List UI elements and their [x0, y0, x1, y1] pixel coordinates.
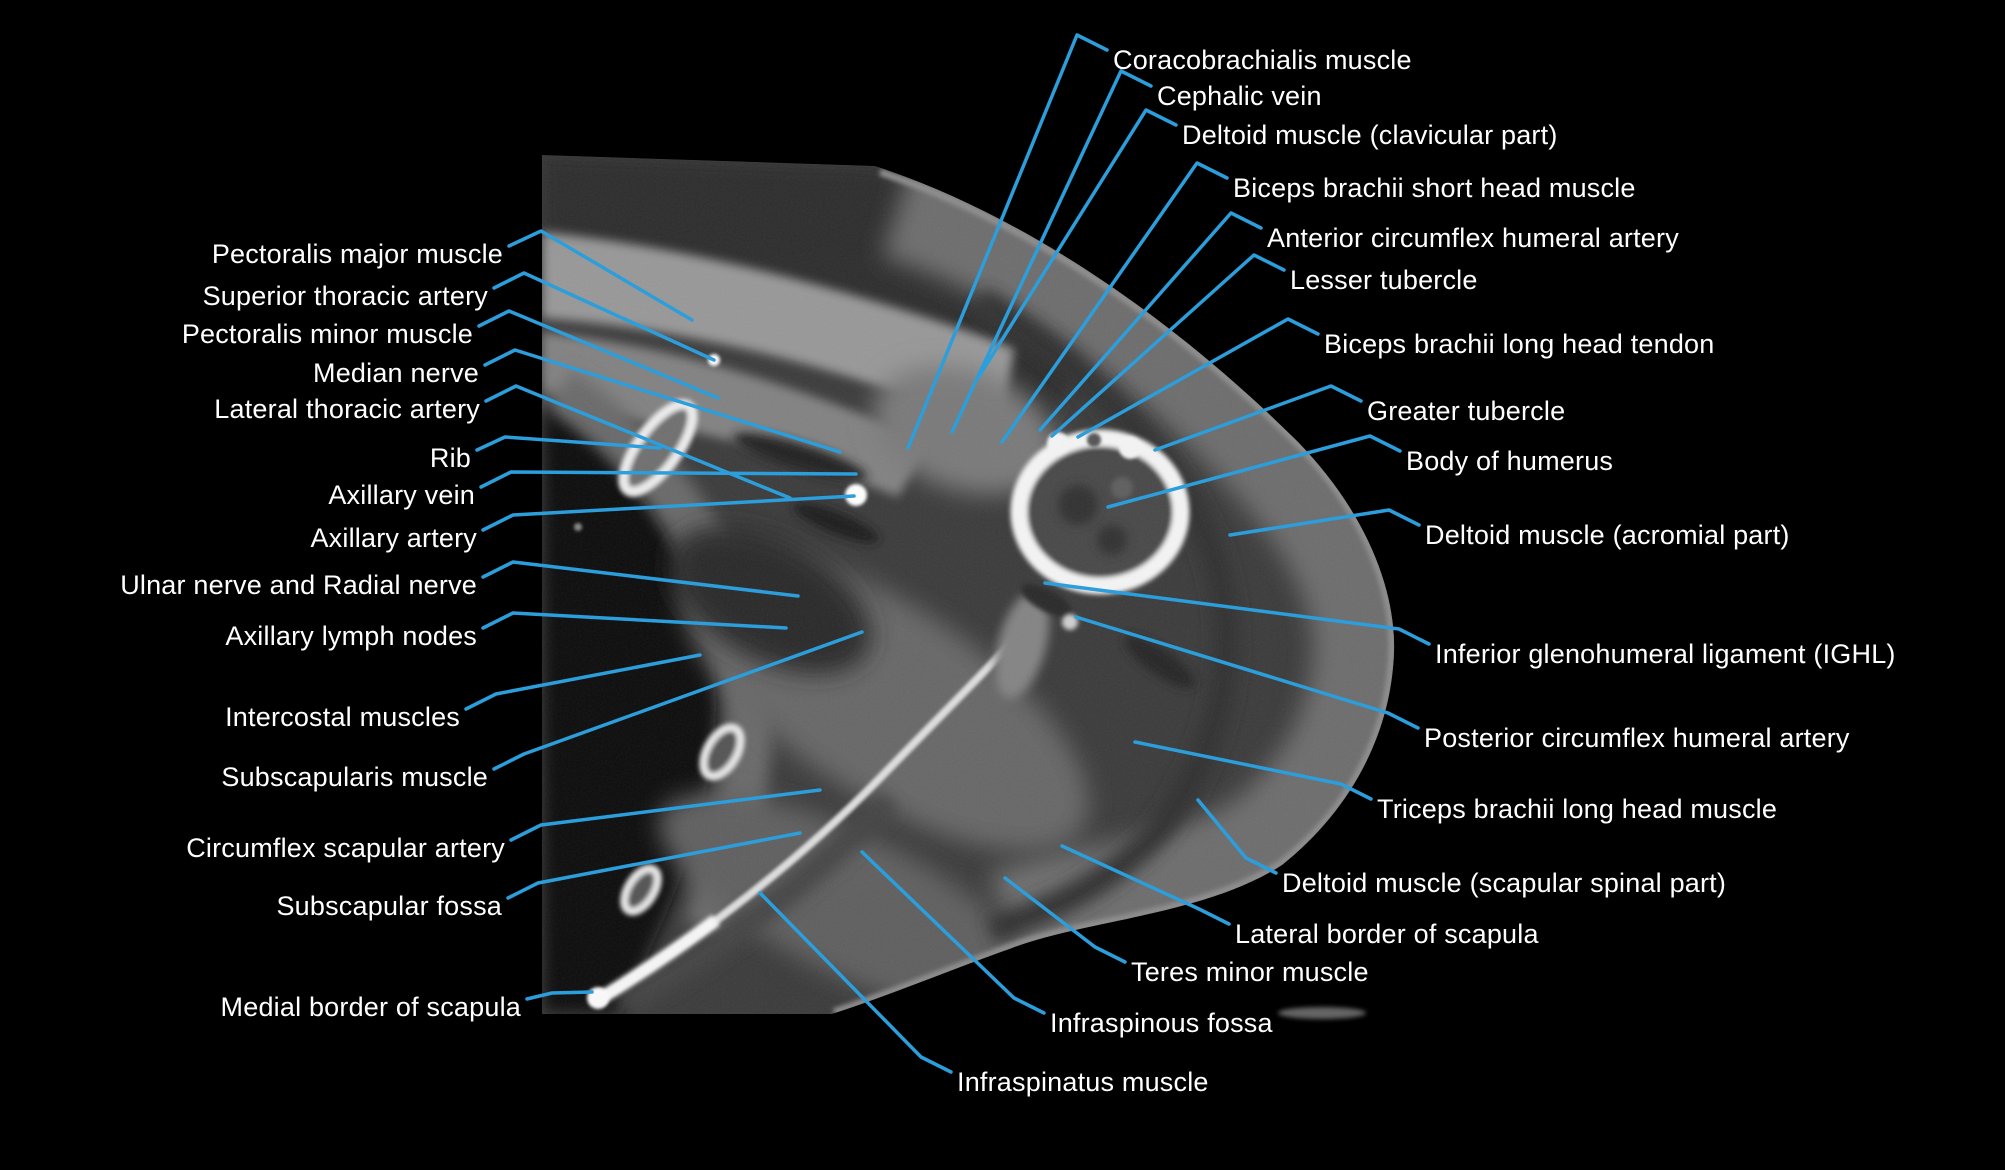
leader-body-of-humerus	[1106, 434, 1402, 509]
label-axillary-lymph-nodes: Axillary lymph nodes	[225, 621, 477, 651]
leader-medial-border-of-scapula	[525, 990, 594, 1001]
label-coracobrachialis-muscle: Coracobrachialis muscle	[1113, 45, 1412, 75]
label-medial-border-of-scapula: Medial border of scapula	[220, 992, 521, 1022]
label-pectoralis-major-muscle: Pectoralis major muscle	[211, 239, 503, 269]
leader-cephalic-vein	[950, 69, 1153, 434]
label-axillary-vein: Axillary vein	[328, 480, 475, 510]
leader-teres-minor-muscle	[1003, 876, 1127, 964]
label-rib: Rib	[429, 443, 471, 473]
label-intercostal-muscles: Intercostal muscles	[225, 702, 460, 732]
leader-axillary-artery	[481, 494, 856, 532]
leader-lines	[464, 33, 1431, 1074]
label-deltoid-acromial: Deltoid muscle (acromial part)	[1425, 520, 1790, 550]
label-ulnar-radial-nerve: Ulnar nerve and Radial nerve	[120, 570, 477, 600]
leader-infraspinous-fossa	[860, 850, 1046, 1015]
label-ighl: Inferior glenohumeral ligament (IGHL)	[1435, 639, 1896, 669]
label-axillary-artery: Axillary artery	[310, 523, 477, 553]
label-lateral-thoracic-artery: Lateral thoracic artery	[214, 394, 480, 424]
leader-biceps-long-head-tendon	[1076, 317, 1320, 439]
leader-infraspinatus-muscle	[758, 891, 953, 1074]
leader-deltoid-scapular-spinal	[1196, 798, 1278, 875]
label-lesser-tubercle: Lesser tubercle	[1290, 265, 1478, 295]
label-body-of-humerus: Body of humerus	[1406, 446, 1614, 476]
leader-lateral-border-of-scapula	[1060, 844, 1231, 926]
ct-noise-overlay	[542, 155, 1395, 1014]
label-greater-tubercle: Greater tubercle	[1367, 396, 1566, 426]
leader-pectoralis-minor-muscle	[477, 309, 720, 400]
label-median-nerve: Median nerve	[313, 358, 479, 388]
leader-subscapularis-muscle	[492, 630, 864, 771]
label-circumflex-scapular-artery: Circumflex scapular artery	[186, 833, 505, 863]
leader-circumflex-scapular-artery	[509, 788, 822, 842]
label-cephalic-vein: Cephalic vein	[1157, 81, 1322, 111]
leader-triceps-long-head	[1133, 740, 1373, 801]
label-pectoralis-minor-muscle: Pectoralis minor muscle	[181, 319, 473, 349]
leader-subscapular-fossa	[506, 831, 802, 900]
leader-axillary-vein	[479, 470, 858, 489]
leader-pectoralis-major-muscle	[507, 229, 694, 322]
leader-superior-thoracic-artery	[492, 271, 716, 362]
bottom-sliver	[1278, 1007, 1366, 1019]
leader-greater-tubercle	[1153, 384, 1363, 452]
leader-lateral-thoracic-artery	[484, 384, 792, 500]
leader-rib	[475, 435, 662, 452]
label-deltoid-clavicular: Deltoid muscle (clavicular part)	[1182, 120, 1558, 150]
leader-axillary-lymph-nodes	[481, 611, 788, 630]
leader-deltoid-acromial	[1228, 508, 1421, 537]
leader-median-nerve	[483, 348, 842, 454]
leader-lesser-tubercle	[1050, 253, 1286, 438]
leader-biceps-short-head	[1000, 161, 1229, 444]
label-infraspinatus-muscle: Infraspinatus muscle	[957, 1067, 1209, 1097]
label-lateral-border-of-scapula: Lateral border of scapula	[1235, 919, 1539, 949]
leader-intercostal-muscles	[464, 653, 702, 711]
label-triceps-long-head: Triceps brachii long head muscle	[1377, 794, 1778, 824]
leader-coracobrachialis-muscle	[906, 33, 1109, 450]
label-deltoid-scapular-spinal: Deltoid muscle (scapular spinal part)	[1282, 868, 1727, 898]
label-posterior-circumflex-humeral-artery: Posterior circumflex humeral artery	[1424, 723, 1850, 753]
leader-anterior-circumflex-humeral-artery	[1038, 211, 1263, 432]
label-biceps-long-head-tendon: Biceps brachii long head tendon	[1324, 329, 1715, 359]
label-superior-thoracic-artery: Superior thoracic artery	[202, 281, 488, 311]
label-infraspinous-fossa: Infraspinous fossa	[1050, 1008, 1273, 1038]
leader-deltoid-clavicular	[976, 108, 1178, 380]
label-teres-minor-muscle: Teres minor muscle	[1131, 957, 1369, 987]
label-biceps-short-head: Biceps brachii short head muscle	[1233, 173, 1636, 203]
label-anterior-circumflex-humeral-artery: Anterior circumflex humeral artery	[1267, 223, 1679, 253]
leader-ulnar-radial-nerve	[481, 560, 800, 598]
leader-posterior-circumflex-humeral-artery	[1074, 615, 1420, 730]
label-subscapularis-muscle: Subscapularis muscle	[221, 762, 488, 792]
leader-ighl	[1043, 581, 1431, 646]
label-subscapular-fossa: Subscapular fossa	[276, 891, 502, 921]
